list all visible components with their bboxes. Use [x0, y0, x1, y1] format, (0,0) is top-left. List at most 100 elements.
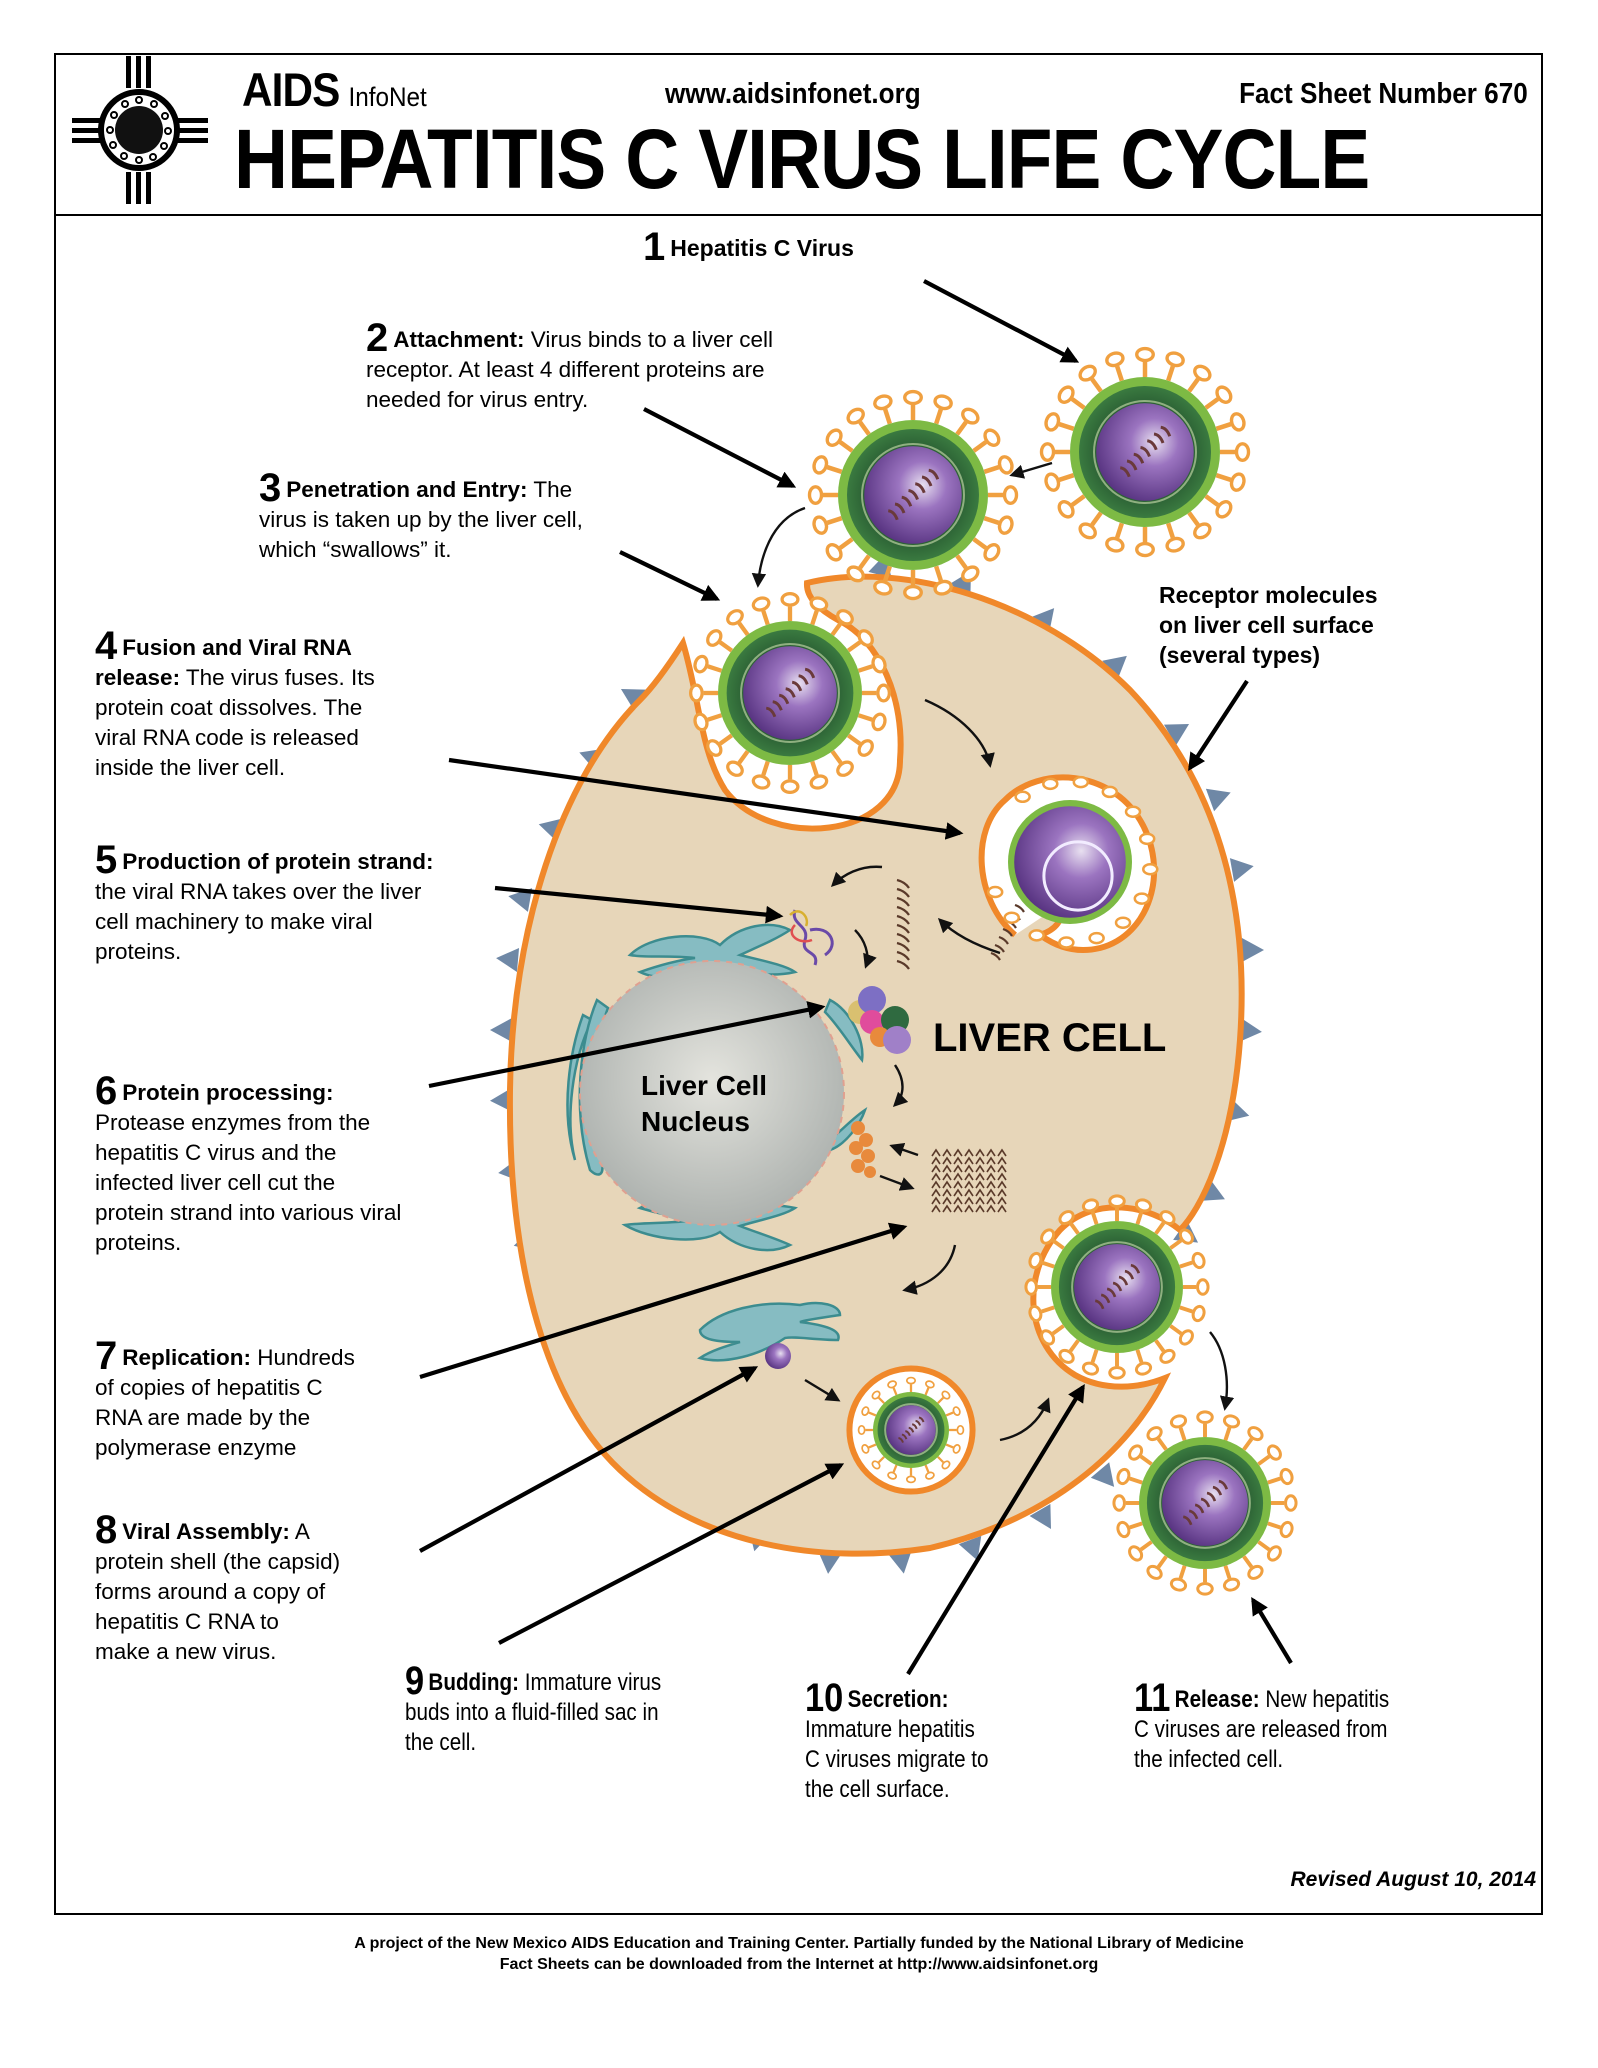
spike-protein: [1229, 412, 1246, 432]
nucleus-label: Liver Cell Nucleus: [641, 1068, 767, 1140]
spike-protein: [861, 1444, 870, 1454]
spike-protein: [1042, 777, 1059, 791]
virus-free: [1039, 346, 1251, 558]
arrow-receptor: [1188, 679, 1249, 771]
spike-protein: [1193, 364, 1212, 382]
spike-protein: [997, 515, 1014, 535]
spike-protein: [1116, 1467, 1131, 1486]
spike-protein: [1116, 1520, 1131, 1539]
virus-rna: [887, 468, 940, 521]
spike-protein: [1128, 1444, 1144, 1461]
arrow-step-11: [1251, 1596, 1293, 1665]
step-number: 7: [95, 1334, 118, 1378]
spike-protein: [780, 779, 800, 794]
step-text: Virus binds to a liver cell: [524, 327, 773, 352]
capsid-protein: [765, 1343, 791, 1369]
header-divider: [54, 214, 1543, 216]
nucleus-label-line: Nucleus: [641, 1106, 750, 1137]
spike-protein: [1169, 1414, 1188, 1429]
step-heading: Hepatitis C Virus: [670, 235, 854, 261]
spike-protein: [1146, 1564, 1163, 1580]
spike-protein: [1058, 1348, 1075, 1364]
step-text: hepatitis C virus and the: [95, 1140, 337, 1165]
spike-protein: [983, 543, 1001, 562]
spike-protein: [933, 579, 953, 596]
step-heading: Production of protein strand:: [122, 849, 434, 874]
spike-protein: [1196, 1582, 1214, 1596]
spike-protein: [807, 485, 824, 505]
footer-line-2[interactable]: Fact Sheets can be downloaded from the I…: [499, 1956, 1099, 1973]
receptor-triangle: [490, 1088, 513, 1112]
spike-protein: [1128, 1545, 1144, 1562]
spike-protein: [1108, 1366, 1126, 1380]
step-text: viral RNA code is released: [95, 725, 359, 750]
step-text: RNA are made by the: [95, 1405, 311, 1430]
spike-protein: [1222, 1414, 1241, 1429]
arrow-step-2: [643, 407, 797, 488]
spike-protein: [1078, 364, 1097, 382]
spike-protein: [1279, 1520, 1294, 1539]
step-text: the infected cell.: [1134, 1746, 1284, 1773]
arrow-step-8: [418, 1366, 759, 1553]
spike-protein: [857, 629, 874, 647]
receptor-triangle: [1102, 655, 1127, 680]
spike-protein: [1159, 1210, 1176, 1226]
spike-protein: [1105, 351, 1125, 368]
step-text: forms around a copy of: [95, 1579, 326, 1604]
spike-protein: [1088, 931, 1105, 945]
spike-protein: [1178, 1329, 1194, 1346]
nucleus-label-line: Liver Cell: [641, 1070, 768, 1101]
footer-line-1: A project of the New Mexico AIDS Educati…: [354, 1935, 1244, 1952]
spike-protein: [1178, 1228, 1194, 1245]
spike-protein: [1138, 832, 1156, 846]
step-text: Protease enzymes from the: [95, 1110, 371, 1135]
virus-core: [1074, 1244, 1160, 1330]
spike-protein: [1003, 911, 1020, 924]
spike-protein: [1142, 862, 1159, 876]
spike-protein: [809, 596, 829, 612]
virus-rna: [1182, 1479, 1229, 1526]
spike-protein: [1234, 442, 1251, 462]
receptor-triangle: [818, 1550, 842, 1574]
spike-protein: [857, 739, 874, 757]
receptor-triangle: [1238, 1018, 1262, 1042]
spike-protein: [846, 565, 865, 583]
step-text: cell machinery to make viral: [95, 909, 373, 934]
step-number: 8: [95, 1508, 118, 1552]
step-heading: Penetration and Entry:: [286, 477, 528, 502]
spike-protein: [1229, 472, 1246, 492]
spike-protein: [1101, 785, 1119, 799]
site-url[interactable]: www.aidsinfonet.org: [665, 78, 921, 110]
step-arrows: [418, 279, 1293, 1676]
step-text: proteins.: [95, 1230, 182, 1255]
spike-protein: [1215, 500, 1233, 519]
spike-protein: [1191, 1304, 1206, 1323]
receptor-triangle: [1242, 938, 1264, 962]
step-text: C viruses are released from: [1134, 1716, 1388, 1743]
spike-protein: [1165, 536, 1185, 553]
spike-protein: [905, 1376, 917, 1385]
spike-protein: [1266, 1444, 1282, 1461]
step-text: C viruses migrate to: [805, 1746, 989, 1773]
spike-protein: [986, 885, 1004, 899]
step-text: Immature hepatitis: [805, 1716, 975, 1743]
virus-core: [1096, 403, 1194, 501]
spike-protein: [925, 1380, 935, 1389]
spike-protein: [1159, 1348, 1176, 1364]
spike-protein: [825, 543, 843, 562]
spike-protein: [751, 596, 771, 612]
spike-protein: [726, 760, 744, 777]
step-number: 9: [405, 1659, 425, 1703]
spike-protein: [1191, 1251, 1206, 1270]
step-heading: Protein processing:: [122, 1080, 334, 1105]
step-text: infected liver cell cut the: [95, 1170, 336, 1195]
spike-protein: [873, 579, 893, 596]
spike-protein: [997, 455, 1014, 475]
receptor-triangle: [958, 1535, 982, 1561]
step-text: make a new virus.: [95, 1639, 277, 1664]
